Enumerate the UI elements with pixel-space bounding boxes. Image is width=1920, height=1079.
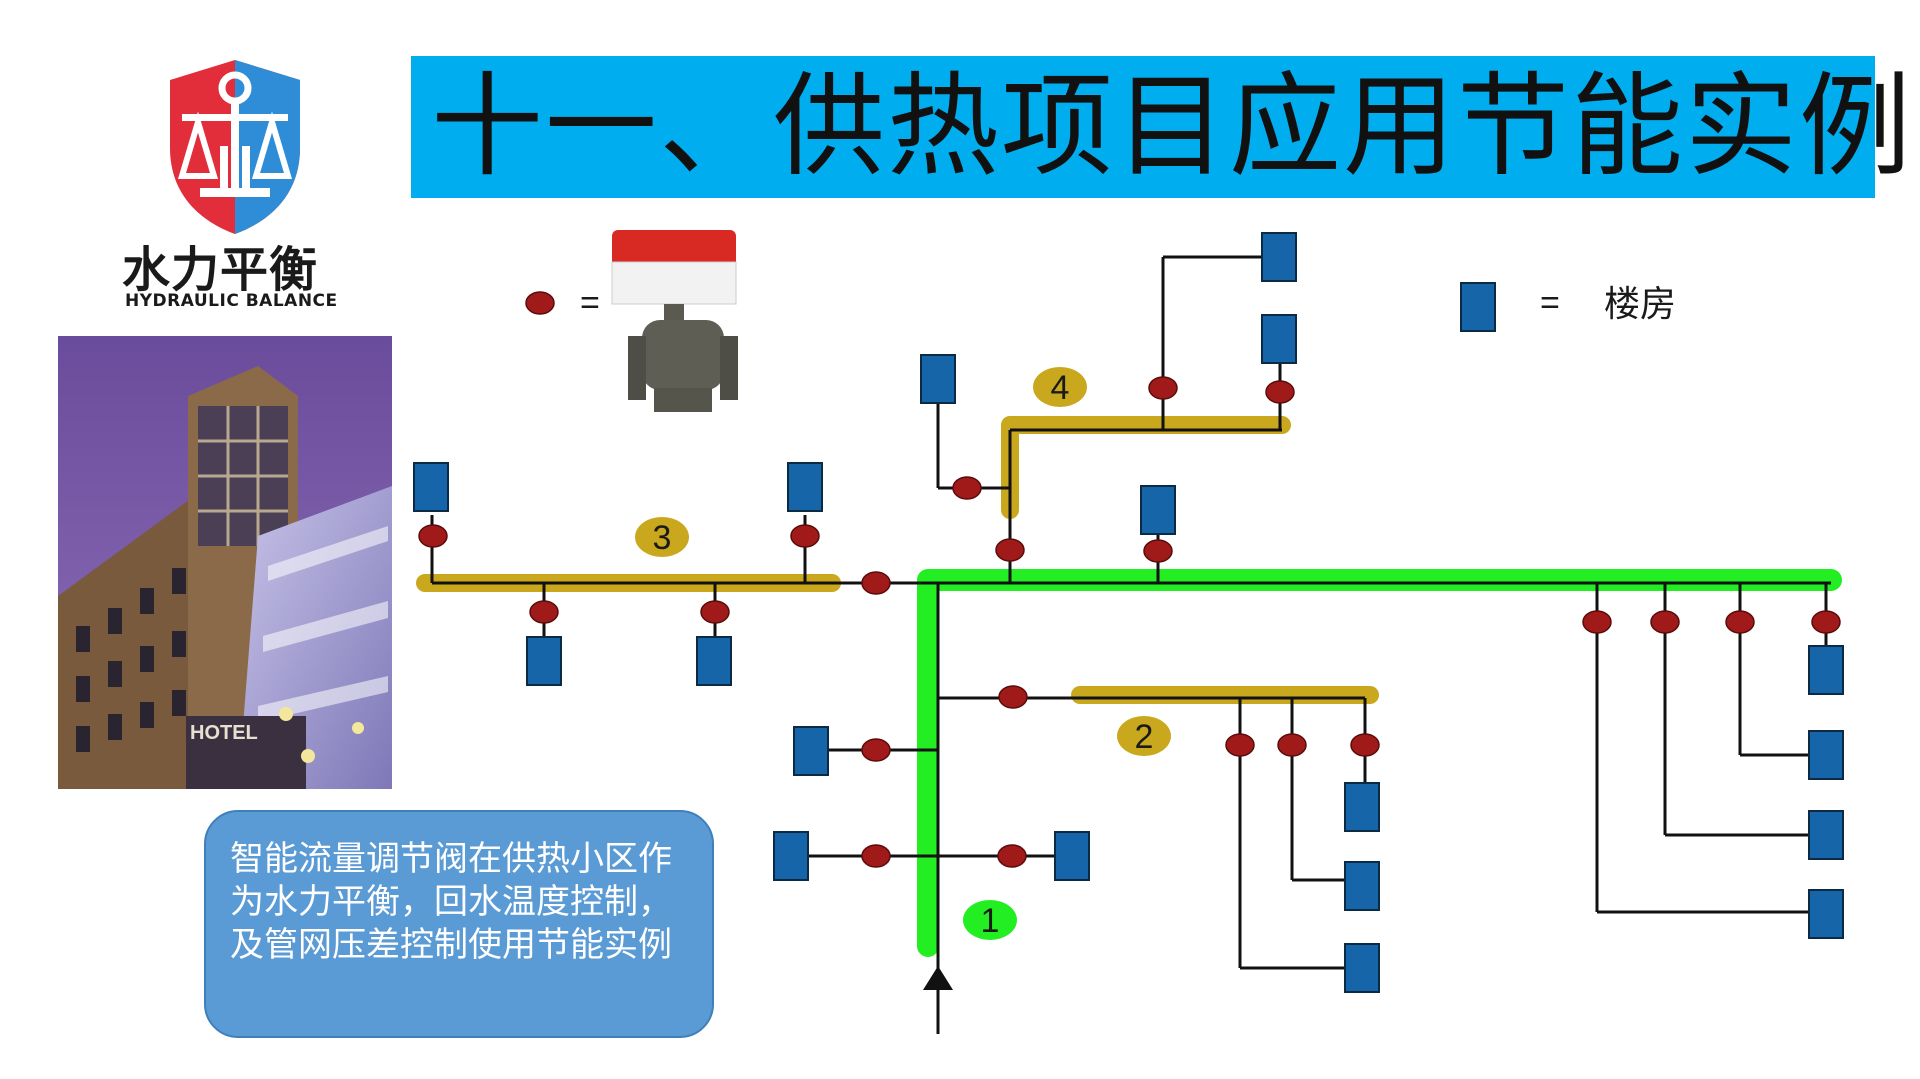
page-title: 十一、供热项目应用节能实例 <box>431 62 1913 192</box>
valve-icon <box>1725 610 1755 634</box>
building-icon <box>1261 232 1297 282</box>
valve-icon <box>1148 376 1178 400</box>
valve-icon <box>861 571 891 595</box>
building-icon <box>793 726 829 776</box>
valve-icon <box>1650 610 1680 634</box>
valve-icon <box>997 844 1027 868</box>
valve-icon <box>1811 610 1841 634</box>
branch-number: 2 <box>1135 718 1154 756</box>
shield-logo-icon <box>170 60 300 234</box>
branch-number: 3 <box>653 519 672 557</box>
legend-building-label: 楼房 <box>1604 284 1676 325</box>
building-icon <box>1808 645 1844 695</box>
branch-badge-4: 4 <box>1033 367 1087 407</box>
building-icon <box>1344 861 1380 911</box>
branch-badge-3: 3 <box>635 517 689 557</box>
building-icon <box>413 462 449 512</box>
building-icon <box>1054 831 1090 881</box>
building-icon <box>1808 889 1844 939</box>
legend-building-equals: = <box>1540 284 1560 322</box>
valve-icon <box>790 524 820 548</box>
building-icon <box>1808 730 1844 780</box>
valve-icon <box>1350 733 1380 757</box>
building-icon <box>787 462 823 512</box>
callout-box: 智能流量调节阀在供热小区作为水力平衡，回水温度控制，及管网压差控制使用节能实例 <box>204 810 714 1038</box>
legend-valve-icon <box>525 291 555 315</box>
building-icon <box>920 354 956 404</box>
valve-icon <box>952 476 982 500</box>
valve-icon <box>861 738 891 762</box>
branch-badge-1: 1 <box>963 900 1017 940</box>
building-icon <box>1344 943 1380 993</box>
building-icon <box>526 636 562 686</box>
title-bar: 十一、供热项目应用节能实例 <box>411 56 1911 198</box>
building-icon <box>1261 314 1297 364</box>
valve-icon <box>998 685 1028 709</box>
valve-photo-icon <box>611 230 738 412</box>
building-icon <box>1140 485 1176 535</box>
branch-number: 4 <box>1051 369 1070 407</box>
valve-icon <box>418 524 448 548</box>
building-icon <box>696 636 732 686</box>
building-icon <box>773 831 809 881</box>
hotel-photo: HOTEL <box>58 336 392 789</box>
legend-building-icon <box>1460 282 1496 332</box>
legend-valve-equals: = <box>580 284 600 322</box>
logo-text-en: HYDRAULIC BALANCE <box>125 291 338 311</box>
callout-text: 智能流量调节阀在供热小区作为水力平衡，回水温度控制，及管网压差控制使用节能实例 <box>230 839 672 965</box>
main-pipe-1 <box>917 569 1842 957</box>
valve-icon <box>1582 610 1612 634</box>
valve-icon <box>1143 539 1173 563</box>
valve-icon <box>861 844 891 868</box>
valve-icon <box>1265 380 1295 404</box>
valve-icon <box>1225 733 1255 757</box>
branch-badge-2: 2 <box>1117 716 1171 756</box>
hotel-sign: HOTEL <box>190 722 258 744</box>
valve-icon <box>995 538 1025 562</box>
flow-arrow-icon <box>923 966 953 990</box>
building-icon <box>1344 782 1380 832</box>
logo-text-cn: 水力平衡 <box>122 242 319 298</box>
building-icon <box>1808 810 1844 860</box>
valve-icon <box>529 600 559 624</box>
branch-number: 1 <box>981 902 1000 940</box>
valve-icon <box>1277 733 1307 757</box>
valve-icon <box>700 600 730 624</box>
